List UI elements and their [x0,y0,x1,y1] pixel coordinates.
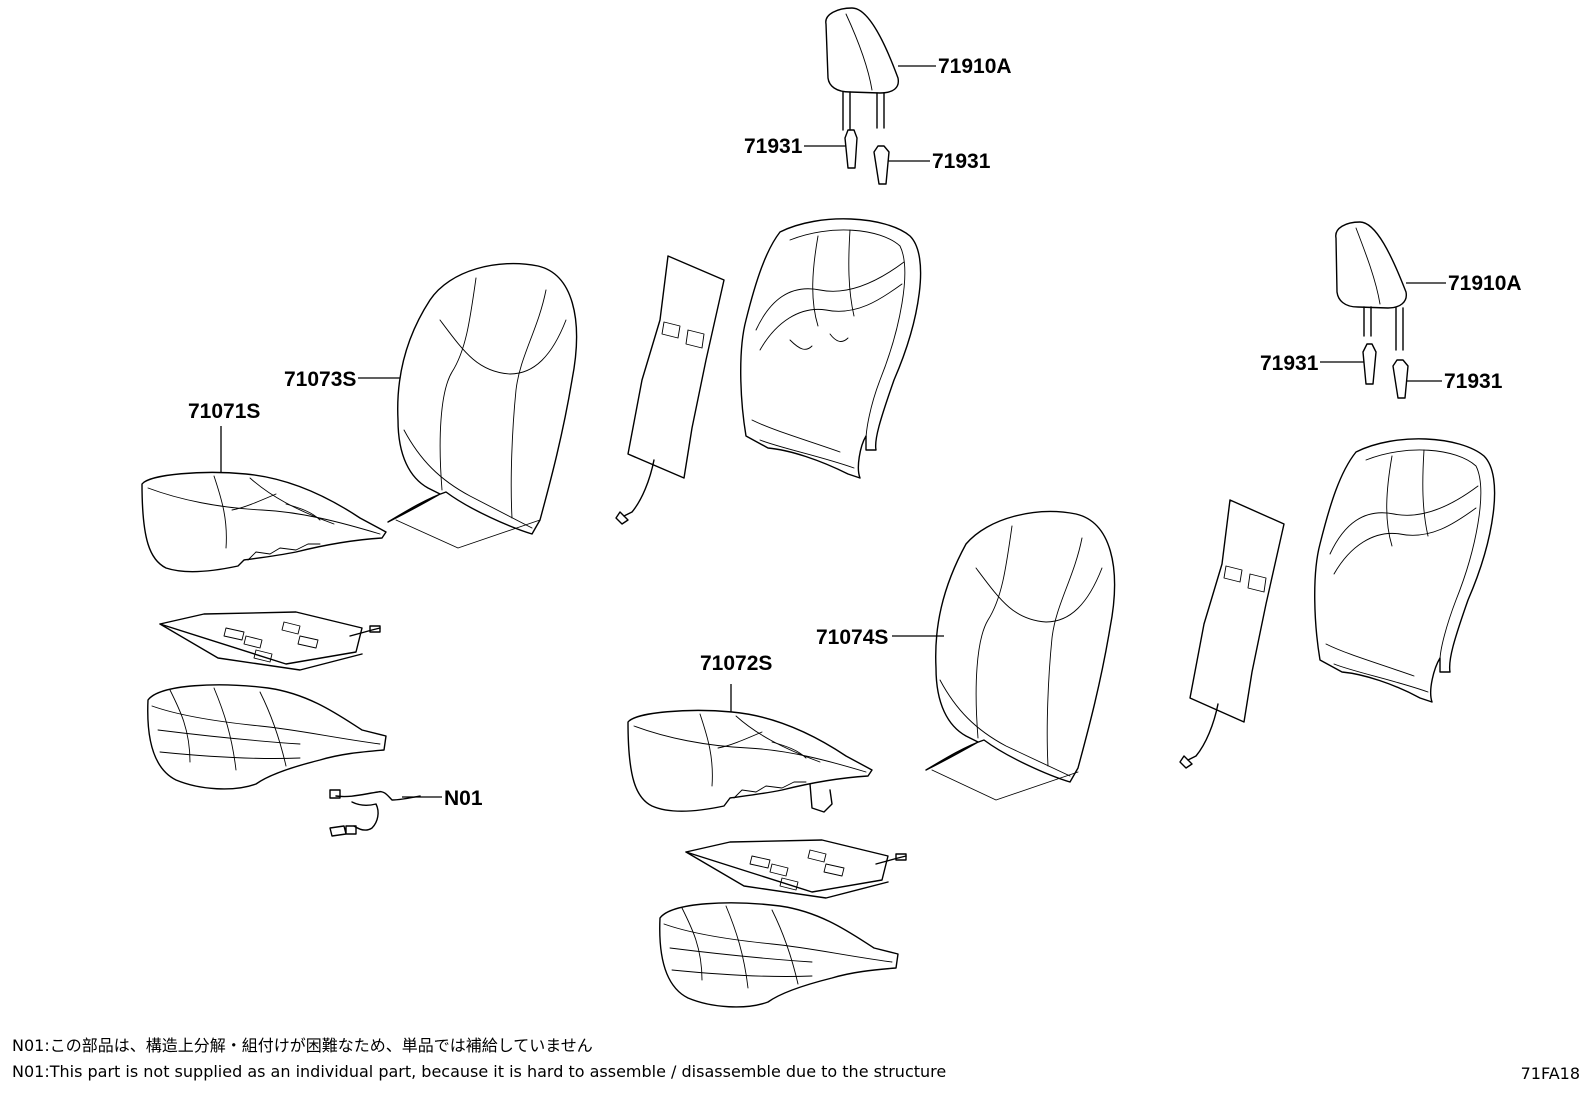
seatback-heater-right-drawing [1179,499,1285,769]
cushion-heater-left-drawing [159,611,381,671]
harness-n01-drawing [329,789,421,837]
part-label-71931: 71931 [744,135,803,158]
cushion-pad-right-drawing [659,902,899,1008]
cushion-cover-left-drawing [141,471,387,573]
seatback-pad-right-drawing [1314,438,1496,703]
part-label-71910A: 71910A [1448,272,1522,295]
diagram-code: 71FA18 [1520,1064,1580,1083]
seatback-pad-left-drawing [740,218,922,479]
note-japanese: N01:この部品は、構造上分解・組付けが困難なため、単品では補給していません [12,1036,593,1055]
cushion-pad-left-drawing [147,684,387,790]
headrest-1-drawing [825,7,900,185]
part-label-71071S: 71071S [188,400,260,423]
cushion-heater-right-drawing [685,839,907,899]
part-label-71910A: 71910A [938,55,1012,78]
cushion-cover-right-drawing [627,709,873,813]
part-label-N01: N01 [444,787,483,810]
headrest-2-drawing [1335,221,1409,399]
part-label-71931: 71931 [1444,370,1503,393]
seatback-heater-left-drawing [615,255,725,525]
part-label-71931: 71931 [932,150,991,173]
note-english: N01:This part is not supplied as an indi… [12,1062,947,1081]
part-label-71931: 71931 [1260,352,1319,375]
seatback-cover-left-drawing [387,262,578,549]
part-label-71074S: 71074S [816,626,888,649]
part-label-71072S: 71072S [700,652,772,675]
part-label-71073S: 71073S [284,368,356,391]
seatback-cover-right-drawing [925,510,1116,801]
